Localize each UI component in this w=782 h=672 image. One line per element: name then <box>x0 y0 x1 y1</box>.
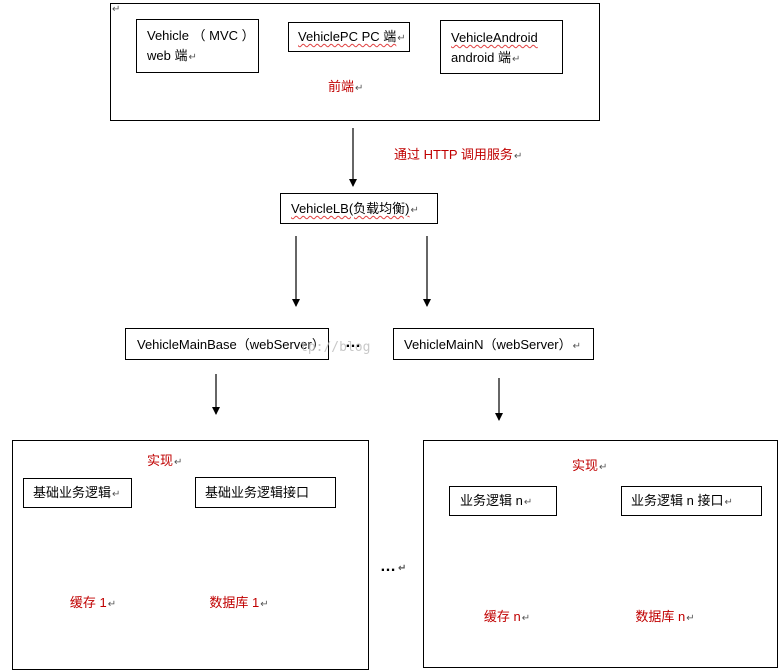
load-balancer-label: VehicleLB(负载均衡) <box>291 200 419 220</box>
client-android-line1: VehicleAndroid <box>451 30 538 45</box>
watermark-text: tp://blog <box>300 340 371 355</box>
right-group-container <box>423 440 778 668</box>
server-mainn-label: VehicleMainN（webServer） <box>404 337 572 352</box>
client-pc-label: VehiclePC PC 端 <box>298 28 406 48</box>
left-group-label: 实现 <box>147 452 182 472</box>
load-balancer-box: VehicleLB(负载均衡) <box>280 193 438 224</box>
load-balancer-text: VehicleLB(负载均衡) <box>291 201 410 216</box>
left-group-container <box>12 440 369 670</box>
server-mainn-box: VehicleMainN（webServer） <box>393 328 594 360</box>
left-cache-label: 缓存 1 <box>49 594 137 614</box>
server-mainbase-label: VehicleMainBase（webServer） <box>137 337 325 352</box>
right-cache-label: 缓存 n <box>463 608 551 628</box>
client-web-line2: web 端 <box>147 47 197 67</box>
servers-ellipsis: … <box>345 334 362 351</box>
right-logic-label: 业务逻辑 n <box>460 492 532 512</box>
client-pc-line1: VehiclePC PC 端 <box>298 29 397 44</box>
paragraph-mark <box>111 0 120 15</box>
left-database-label: 数据库 1 <box>195 594 283 614</box>
left-logic-label: 基础业务逻辑 <box>33 484 120 504</box>
client-web-line1: Vehicle （ MVC ） <box>147 28 255 43</box>
left-logic-box: 基础业务逻辑 <box>23 478 132 508</box>
right-database-label: 数据库 n <box>621 608 709 628</box>
right-interface-box: 业务逻辑 n 接口 <box>621 486 762 516</box>
frontend-label: 前端 <box>328 78 363 98</box>
client-android-line2: android 端 <box>451 49 520 69</box>
left-interface-label: 基础业务逻辑接口 <box>205 485 310 500</box>
right-group-label: 实现 <box>572 457 607 477</box>
server-mainn-label-wrap: VehicleMainN（webServer） <box>404 336 581 356</box>
right-interface-label: 业务逻辑 n 接口 <box>631 492 733 512</box>
left-interface-box: 基础业务逻辑接口 <box>195 477 336 508</box>
groups-ellipsis: … <box>380 558 407 578</box>
right-logic-box: 业务逻辑 n <box>449 486 557 516</box>
server-mainbase-box: VehicleMainBase（webServer） <box>125 328 329 360</box>
client-pc-box: VehiclePC PC 端 <box>288 22 410 52</box>
http-call-label: 通过 HTTP 调用服务 <box>394 146 522 166</box>
client-android-box: VehicleAndroid android 端 <box>440 20 563 74</box>
client-web-box: Vehicle （ MVC ） web 端 <box>136 19 259 73</box>
